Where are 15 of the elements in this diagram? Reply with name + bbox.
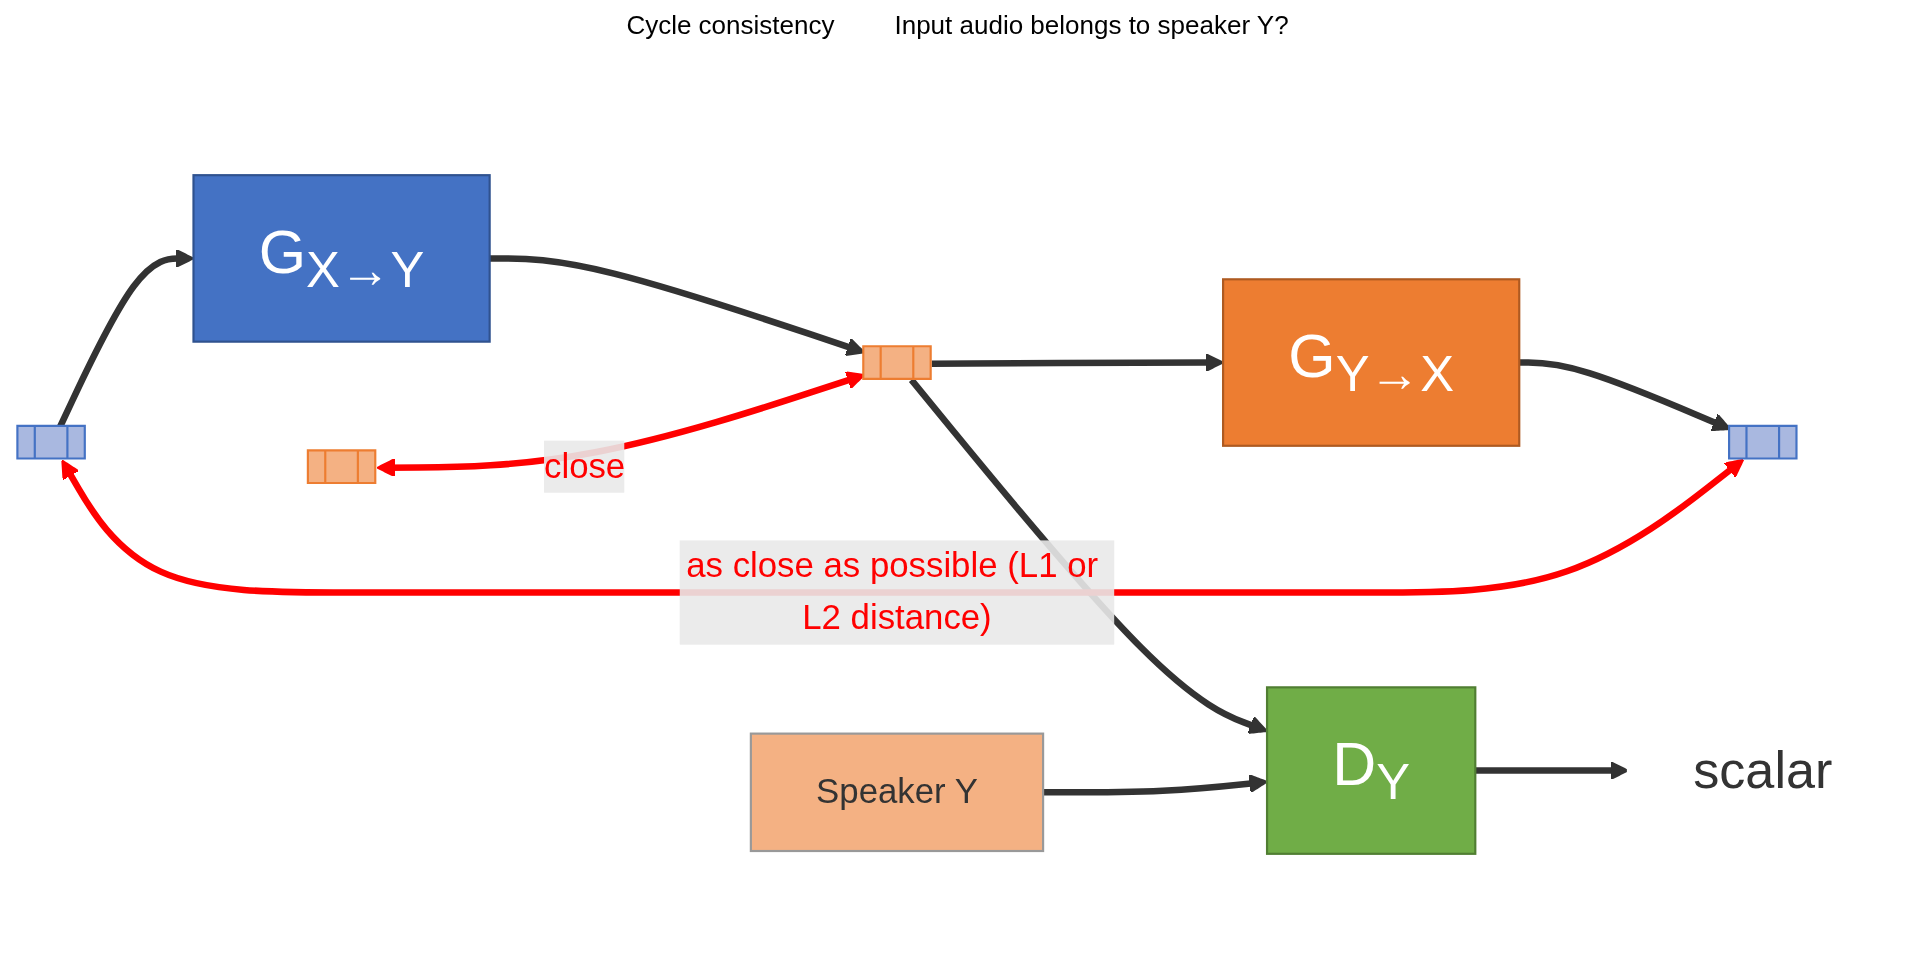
note-text: Input audio belongs to speaker Y?: [894, 10, 1289, 41]
arrow: [1043, 774, 1268, 796]
node-bar: [1728, 424, 1798, 460]
note-text: Cycle consistency: [626, 10, 835, 41]
edge-label: as close as possible (L1 or L2 distance): [686, 546, 1099, 637]
arrow: [931, 353, 1224, 373]
node-box: Speaker Y: [749, 732, 1045, 853]
node-box: G$_{X→Y}$: [192, 174, 491, 343]
edge-label: close: [544, 447, 626, 485]
node-bar: [862, 345, 932, 380]
node-box: G$_{Y→X}$: [1222, 278, 1521, 447]
node-text: scalar: [1693, 740, 1833, 799]
node-box: D$_{Y}$: [1265, 686, 1477, 855]
node-bar: [306, 449, 377, 485]
node-bar: [16, 424, 86, 460]
